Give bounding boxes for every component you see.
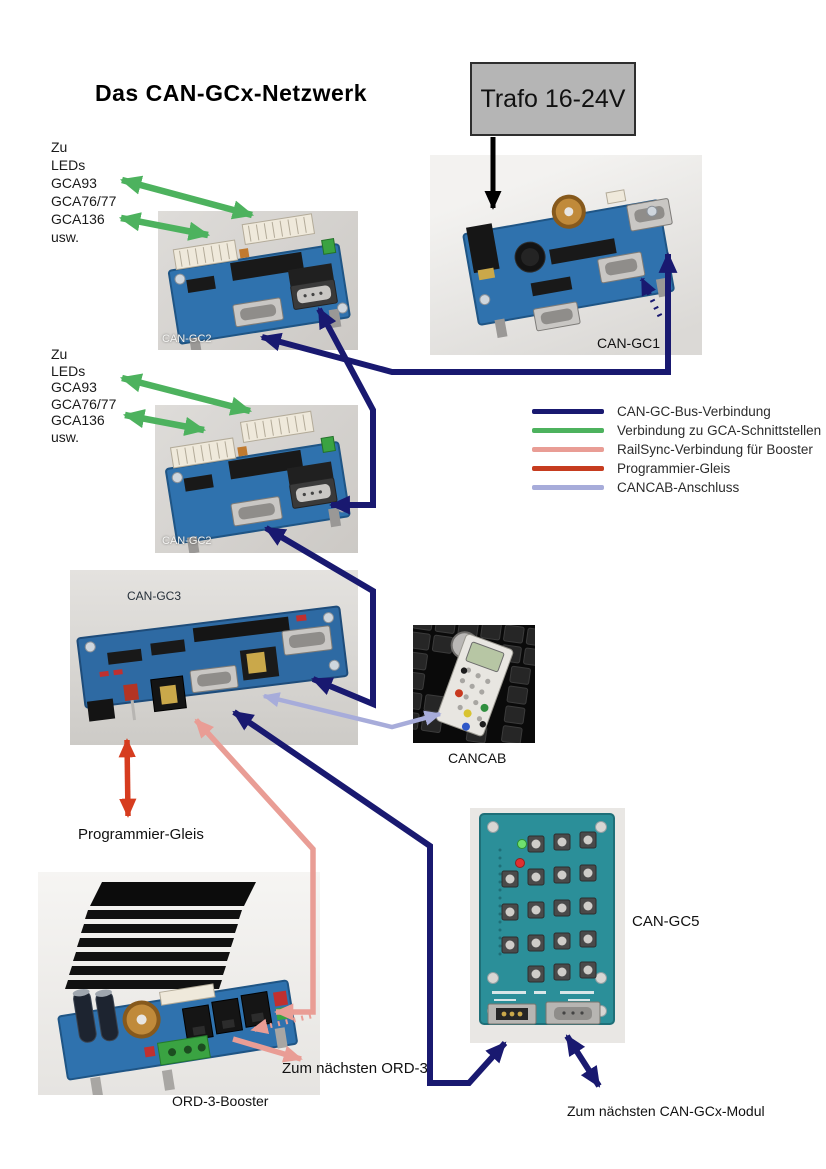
gca-label-line: Zu (51, 139, 68, 155)
photo-can-gc1: CAN-GC1 (430, 155, 702, 355)
photo-cancab (413, 625, 535, 743)
photo-can-gc2-second: CAN-GC2 (155, 405, 358, 553)
cancab-image (413, 625, 535, 743)
board-label-ord3: ORD-3-Booster (172, 1093, 269, 1109)
programmier-gleis-arrow (118, 738, 137, 818)
photo-can-gc2-first: CAN-GC2 (158, 211, 358, 350)
red-led (515, 858, 525, 868)
db9-connector (487, 1003, 537, 1025)
annotation-programmier-gleis: Programmier-Gleis (78, 826, 204, 843)
annotation-zum-naechsten-can-gcx-modul: Zum nächsten CAN-GCx-Modul (567, 1103, 765, 1119)
gca-label-line: LEDs (51, 362, 86, 379)
gca-pin-header-left (169, 437, 237, 469)
railsync-rj-socket (150, 675, 187, 713)
gca-label-line: GCA76/77 (51, 395, 117, 412)
ord3-board-image (57, 882, 298, 1095)
legend-swatch-gca (532, 428, 604, 433)
can-gc2-board-image (167, 213, 351, 350)
board-label-cancab: CANCAB (448, 750, 507, 766)
board-label-can-gc3: CAN-GC3 (127, 589, 182, 603)
gca-label-line: Zu (51, 346, 68, 362)
legend-swatch-programmiergleis (532, 466, 604, 471)
legend-label: CAN-GC-Bus-Verbindung (617, 404, 771, 419)
gca-label-line: GCA136 (51, 412, 105, 428)
board-label-can-gc2: CAN-GC2 (162, 333, 212, 345)
photo-ord3-booster (38, 872, 320, 1095)
gca-label-line: GCA93 (51, 175, 97, 191)
gca-label-line: GCA76/77 (51, 193, 117, 209)
legend-label: RailSync-Verbindung für Booster (617, 442, 813, 457)
toggle-switch (123, 683, 140, 721)
gca-labels-middle: Zu LEDs GCA93 GCA76/77 GCA136 usw. (51, 346, 116, 445)
can-gc3-board-image (76, 605, 349, 722)
legend-item-cancab: CANCAB-Anschluss (532, 478, 821, 497)
gca-pin-header-right (241, 213, 316, 246)
photo-can-gc3: CAN-GC3 (70, 570, 358, 745)
legend-item-gca: Verbindung zu GCA-Schnittstellen (532, 421, 821, 440)
db9-connector (281, 625, 333, 656)
gca-label-line: GCA136 (51, 211, 105, 227)
board-label-can-gc2: CAN-GC2 (162, 535, 212, 547)
board-label-can-gc1: CAN-GC1 (597, 335, 661, 351)
gca-label-line: GCA93 (51, 379, 97, 395)
heatsink (65, 882, 256, 989)
legend-item-railsync: RailSync-Verbindung für Booster (532, 440, 821, 459)
db9-connector (189, 665, 239, 694)
prog-gleis-terminal (86, 698, 116, 722)
can-gc1-board-image (462, 189, 675, 338)
can-gc2-board-image (165, 410, 351, 553)
db9-connector (545, 1001, 601, 1025)
trafo-label: Trafo 16-24V (480, 84, 626, 113)
legend: CAN-GC-Bus-Verbindung Verbindung zu GCA-… (532, 402, 821, 497)
button-grid (501, 831, 597, 983)
can-gc5-board-image (479, 813, 615, 1025)
legend-label: Programmier-Gleis (617, 461, 731, 476)
page-title: Das CAN-GCx-Netzwerk (95, 80, 368, 106)
gca-arrow-gc2a-1 (119, 175, 255, 220)
capacitors (72, 988, 119, 1043)
legend-swatch-railsync (532, 447, 604, 452)
lcd-display (465, 641, 505, 673)
legend-label: Verbindung zu GCA-Schnittstellen (617, 423, 822, 438)
photo-can-gc5 (470, 808, 625, 1043)
legend-swatch-bus (532, 409, 604, 414)
gca-labels-top: Zu LEDs GCA93 GCA76/77 GCA136 usw. (51, 138, 116, 246)
bus-arrow-gc5-to-next-module (564, 1034, 602, 1088)
db9-connector (230, 496, 283, 527)
gca-pin-header-right (239, 410, 315, 444)
legend-label: CANCAB-Anschluss (617, 480, 740, 495)
gca-label-line: usw. (51, 229, 80, 245)
gca-label-line: usw. (51, 428, 80, 445)
trafo-box: Trafo 16-24V (470, 62, 636, 136)
green-led (517, 839, 527, 849)
gca-label-line: LEDs (51, 157, 86, 173)
legend-item-bus: CAN-GC-Bus-Verbindung (532, 402, 821, 421)
legend-swatch-cancab (532, 485, 604, 490)
board-label-can-gc5: CAN-GC5 (632, 913, 700, 930)
green-terminal (156, 1034, 211, 1066)
annotation-zum-naechsten-ord3: Zum nächsten ORD-3 (282, 1060, 428, 1077)
legend-item-programmiergleis: Programmier-Gleis (532, 459, 821, 478)
cancab-socket (239, 646, 280, 681)
gca-pin-header-left (172, 239, 239, 271)
